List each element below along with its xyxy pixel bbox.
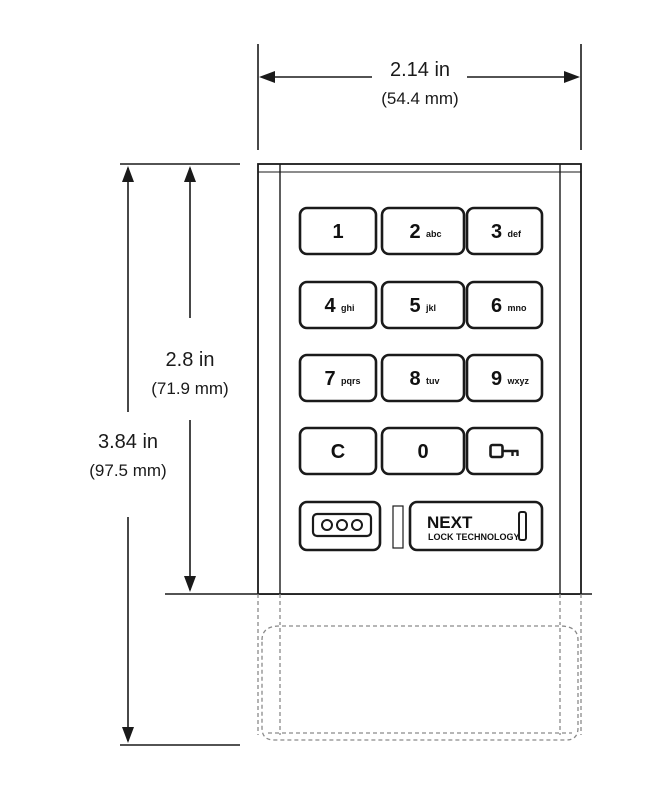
- total-height-arrow-bottom: [122, 727, 134, 743]
- key-7: [298, 353, 378, 403]
- total-height-metric-label: (97.5 mm): [89, 461, 166, 480]
- brand-logo: NEXT: [427, 513, 473, 532]
- total-height-arrow-top: [122, 166, 134, 182]
- keypad-bottom-panel: NEXT LOCK TECHNOLOGY: [298, 500, 544, 552]
- key-sublabel: wxyz: [507, 376, 530, 386]
- key-label: C: [331, 441, 345, 463]
- key-sublabel: abc: [426, 229, 442, 239]
- indicator-slot: [392, 505, 404, 549]
- key-3: [465, 206, 544, 256]
- key-label: 9: [491, 368, 502, 390]
- key-label: 2: [409, 221, 420, 243]
- battery-icon: [311, 512, 373, 538]
- key-sublabel: tuv: [426, 376, 440, 386]
- mounting-plate-outline: [257, 594, 582, 741]
- key-label: 8: [409, 368, 420, 390]
- key-2: [380, 206, 466, 256]
- key-sublabel: mno: [508, 303, 528, 313]
- width-dimension: 2.14 in (54.4 mm): [257, 44, 582, 150]
- key-sublabel: def: [508, 229, 523, 239]
- dashed-cover-outline: [261, 625, 579, 741]
- key-label: 7: [324, 368, 335, 390]
- width-arrowhead-right: [564, 71, 580, 83]
- key-icon: [489, 443, 519, 459]
- total-height-imperial-label: 3.84 in: [98, 431, 158, 453]
- keypad-height-metric-label: (71.9 mm): [151, 379, 228, 398]
- battery-cell-icon: [351, 519, 363, 531]
- keypad-height-arrow-bottom: [184, 576, 196, 592]
- keypad-height-arrow-top: [184, 166, 196, 182]
- keypad-height-imperial-label: 2.8 in: [166, 349, 215, 371]
- key-0: [380, 426, 466, 476]
- battery-cell-icon: [336, 519, 348, 531]
- brand-panel: [408, 500, 544, 552]
- key-8: [380, 353, 466, 403]
- key-sublabel: ghi: [341, 303, 355, 313]
- key-1: [298, 206, 378, 256]
- width-metric-label: (54.4 mm): [381, 89, 458, 108]
- key-label: 0: [417, 441, 428, 463]
- width-imperial-label: 2.14 in: [390, 59, 450, 81]
- width-arrowhead-left: [259, 71, 275, 83]
- key-label: 3: [491, 221, 502, 243]
- key-6: [465, 280, 544, 330]
- led-indicator: [518, 511, 527, 541]
- key-5: [380, 280, 466, 330]
- key-c: [298, 426, 378, 476]
- brand-logo-subtext: LOCK TECHNOLOGY: [428, 532, 520, 542]
- battery-cell-icon: [321, 519, 333, 531]
- key-sublabel: pqrs: [341, 376, 361, 386]
- key-label: 5: [409, 295, 420, 317]
- key-9: [465, 353, 544, 403]
- key-label: 4: [324, 295, 336, 317]
- key-label: 1: [332, 221, 343, 243]
- key-sublabel: jkl: [425, 303, 436, 313]
- key-4: [298, 280, 378, 330]
- key-label: 6: [491, 295, 502, 317]
